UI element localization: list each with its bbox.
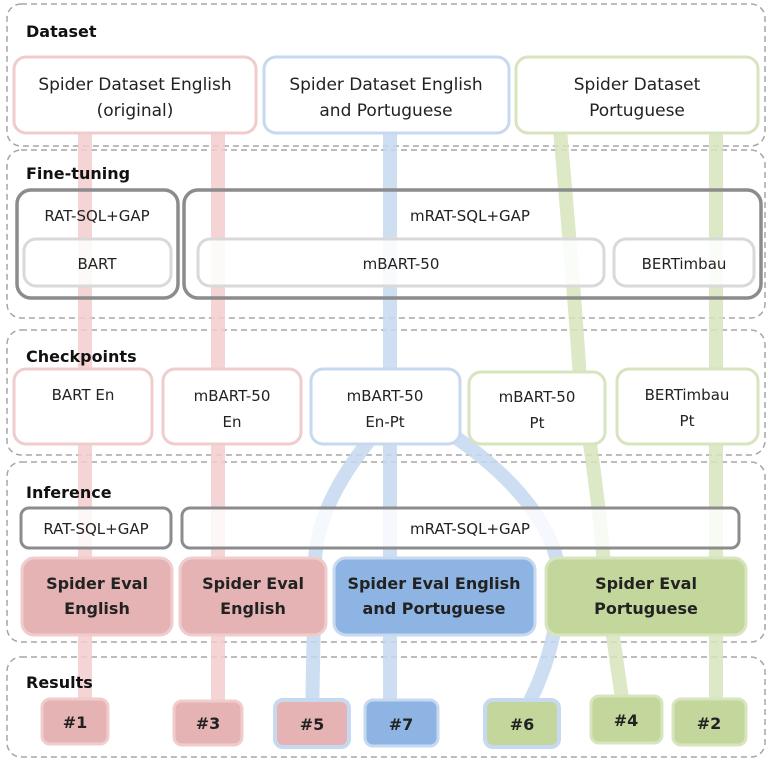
checkpoint-mbart-pt-line1: mBART-50: [499, 388, 576, 406]
result-5-label: #5: [300, 715, 325, 734]
result-1-label: #1: [63, 713, 88, 732]
checkpoint-mbart-en-pt-line2: En-Pt: [365, 413, 404, 431]
result-6-box: [483, 698, 561, 749]
inference-rat-sql-gap-box: [19, 506, 173, 550]
eval-english-2-line2: English: [220, 599, 286, 618]
dataset-english-portuguese-line1: Spider Dataset English: [289, 75, 482, 95]
inference-mrat-sql-gap-box: [180, 506, 741, 550]
checkpoint-bart-en-box: [12, 367, 154, 446]
eval-english-1-box: [20, 556, 174, 637]
eval-english-portuguese-line2: and Portuguese: [363, 599, 506, 618]
finetuning-title: Fine-tuning: [26, 164, 130, 183]
mbart50-label: mBART-50: [363, 255, 440, 273]
dataset-portuguese-line2: Portuguese: [589, 101, 685, 121]
checkpoint-bart-en-line1: BART En: [52, 386, 115, 404]
bertimbau-label: BERTimbau: [642, 255, 727, 273]
finetune-mrat-sql-gap-group: [182, 188, 763, 300]
result-3-box: [172, 699, 244, 747]
finetune-rat-sql-gap-label: RAT-SQL+GAP: [44, 207, 149, 225]
result-5-box: [273, 698, 351, 749]
result-6-label: #6: [510, 715, 535, 734]
result-1-box: [40, 697, 110, 746]
eval-english-1-line1: Spider Eval: [46, 574, 148, 593]
result-2-label: #2: [697, 714, 722, 733]
dataset-portuguese-line1: Spider Dataset: [574, 75, 701, 95]
checkpoint-mbart-en-box: [161, 367, 303, 446]
eval-english-1-line2: English: [64, 599, 130, 618]
eval-english-2-line1: Spider Eval: [202, 574, 304, 593]
checkpoint-mbart-en-line2: En: [223, 413, 242, 431]
results-title: Results: [26, 673, 93, 692]
mbart50-box: [196, 237, 606, 288]
checkpoint-mbart-pt-box: [467, 370, 607, 446]
checkpoint-bertimbau-pt-line1: BERTimbau: [645, 386, 730, 404]
dataset-english-portuguese-box: [262, 55, 511, 135]
checkpoint-mbart-pt-line2: Pt: [530, 414, 545, 432]
dataset-english-line1: Spider Dataset English: [38, 75, 231, 95]
checkpoint-bertimbau-pt-box: [615, 367, 760, 446]
bart-box: [22, 237, 173, 288]
result-4-label: #4: [614, 711, 639, 730]
eval-portuguese-line1: Spider Eval: [595, 574, 697, 593]
eval-english-portuguese-box: [332, 556, 537, 637]
inference-mrat-sql-gap-label: mRAT-SQL+GAP: [410, 520, 530, 538]
result-3-label: #3: [196, 714, 221, 733]
eval-portuguese-box: [544, 556, 748, 637]
checkpoint-mbart-en-pt-line1: mBART-50: [347, 387, 424, 405]
dataset-portuguese-box: [514, 55, 760, 135]
dataset-english-box: [12, 55, 258, 135]
checkpoints-title: Checkpoints: [26, 347, 137, 366]
dataset-title: Dataset: [26, 22, 97, 41]
result-7-label: #7: [389, 715, 414, 734]
checkpoint-mbart-en-pt-box: [309, 367, 462, 446]
inference-rat-sql-gap-label: RAT-SQL+GAP: [43, 520, 148, 538]
checkpoint-mbart-en-line1: mBART-50: [194, 387, 271, 405]
bart-label: BART: [77, 255, 117, 273]
connector-blue-5: [305, 423, 385, 727]
dataset-english-line2: (original): [97, 101, 174, 121]
dataset-english-portuguese-line2: and Portuguese: [319, 101, 452, 121]
finetune-rat-sql-gap-group: [15, 188, 180, 300]
eval-english-2-box: [178, 556, 328, 637]
result-4-box: [589, 694, 664, 745]
finetune-mrat-sql-gap-label: mRAT-SQL+GAP: [410, 207, 530, 225]
result-7-box: [363, 698, 440, 748]
bertimbau-box: [612, 237, 756, 288]
result-2-box: [671, 697, 748, 747]
eval-english-portuguese-line1: Spider Eval English: [347, 574, 520, 593]
eval-portuguese-line2: Portuguese: [594, 599, 698, 618]
checkpoint-bertimbau-pt-line2: Pt: [680, 412, 695, 430]
inference-title: Inference: [26, 483, 112, 502]
